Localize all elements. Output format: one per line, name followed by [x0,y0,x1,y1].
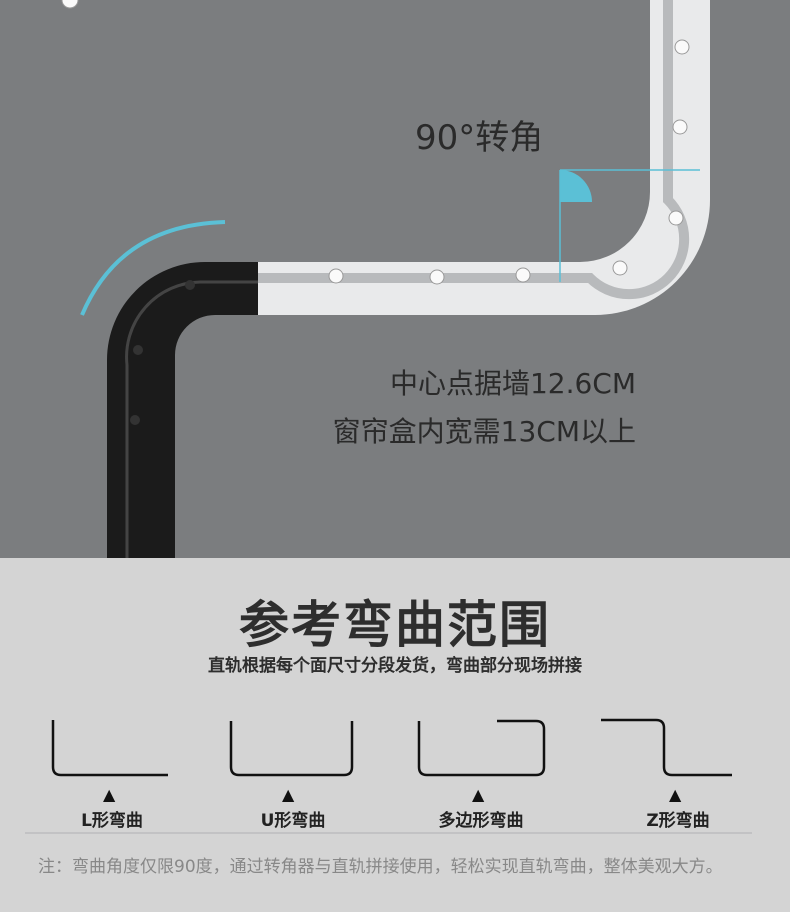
polygon-shape-label: 多边形弯曲 [438,811,524,831]
arrow-icon: ▲ [103,785,116,804]
u-shape-icon [229,721,354,777]
u-shape-label: U形弯曲 [260,811,326,831]
arrow-icon: ▲ [282,785,295,804]
l-shape-icon [51,720,168,777]
bend-shapes [51,718,732,777]
box-width-text: 窗帘盒内宽需13CM以上 [332,415,636,448]
arrow-icon: ▲ [472,785,485,804]
z-shape-label: Z形弯曲 [646,811,710,831]
angle-label: 90°转角 [415,118,544,158]
black-rail [107,262,260,558]
z-shape-icon [601,718,732,777]
section-subtitle: 直轨根据每个面尺寸分段发货，弯曲部分现场拼接 [208,656,582,676]
arrow-icon: ▲ [669,785,682,804]
product-photo: 90°转角 中心点据墙12.6CM 窗帘盒内宽需13CM以上 [0,0,790,558]
blue-arc [80,220,226,316]
l-shape-label: L形弯曲 [81,811,143,831]
divider [25,832,752,834]
rail-illustration [61,0,710,558]
center-distance-text: 中心点据墙12.6CM [389,367,636,400]
polygon-shape-icon [417,719,546,777]
section-title: 参考弯曲范围 [239,596,551,654]
note-text: 注：弯曲角度仅限90度，通过转角器与直轨拼接使用，轻松实现直轨弯曲，整体美观大方… [38,857,723,877]
angle-marker [560,170,592,202]
